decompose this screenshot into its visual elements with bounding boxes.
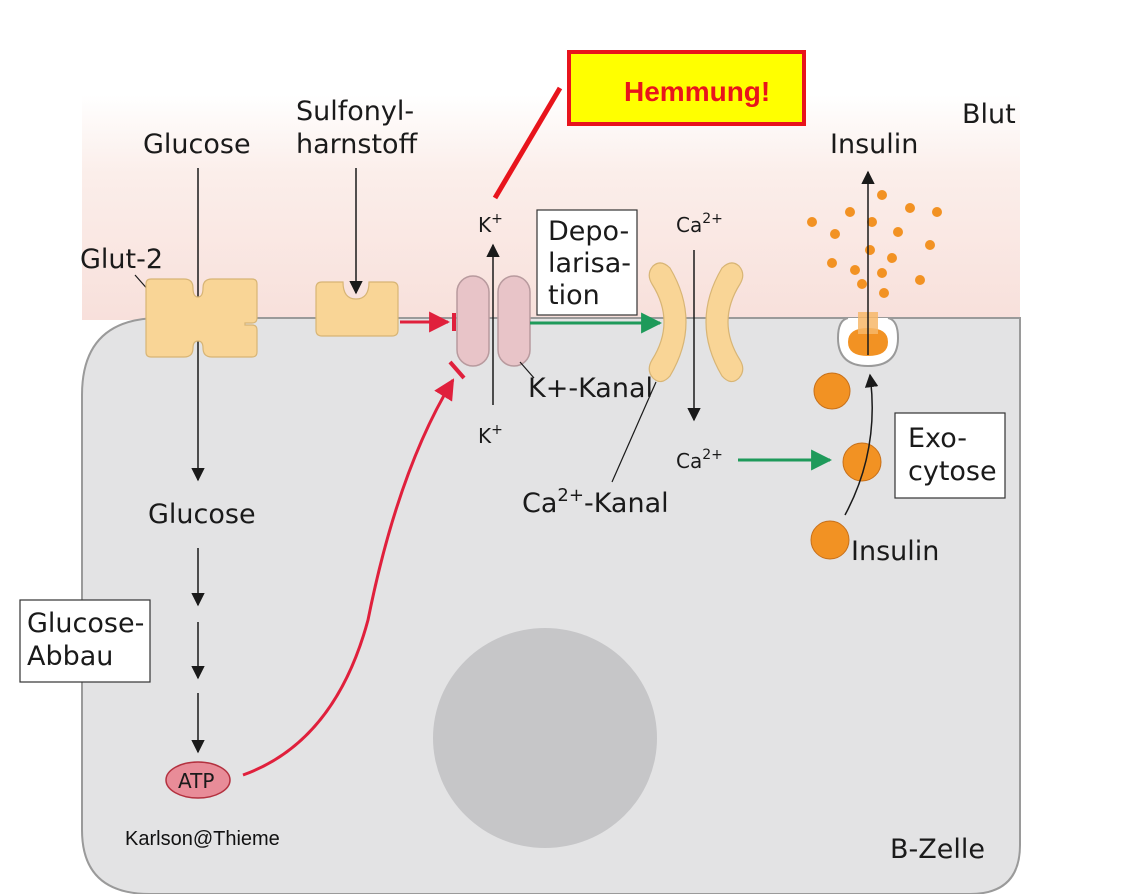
blood-label: Blut <box>962 99 1016 130</box>
depolarisation-line1: Depo- <box>548 216 629 247</box>
ca-channel-label: Ca2+-Kanal <box>522 485 669 519</box>
insulin-granule-3 <box>810 520 850 560</box>
k-channel-right <box>497 275 531 367</box>
released-insulin-dots <box>807 190 942 298</box>
atp-to-kchannel-inhibition <box>242 378 455 777</box>
nucleus <box>433 628 657 848</box>
atp-label: ATP <box>178 769 214 793</box>
sulfonylurea-receptor <box>315 281 399 337</box>
ca-channel-pointer <box>611 381 657 483</box>
glut2-label: Glut-2 <box>80 244 163 275</box>
glucose-breakdown-box <box>19 599 151 683</box>
insulin-granule-1 <box>813 372 851 410</box>
k-channel-pointer <box>519 361 535 379</box>
sulfonylurea-label-line2: harnstoff <box>296 129 419 160</box>
hemmung-pointer <box>492 86 563 200</box>
k-channel-left <box>456 275 490 367</box>
atp-node <box>165 761 231 799</box>
k-channel-label: K+-Kanal <box>528 373 653 404</box>
insulin-granule-label: Insulin <box>851 536 939 567</box>
k-ion-top-label: K+ <box>478 211 503 237</box>
exocytosis-line1: Exo- <box>908 423 967 454</box>
k-ion-bottom-label: K+ <box>478 422 503 448</box>
b-cell-body <box>81 317 1021 894</box>
depolarisation-line2: larisa- <box>548 248 631 279</box>
sulfonylurea-label-line1: Sulfonyl- <box>296 96 414 127</box>
glut2-transporter <box>145 278 258 358</box>
hemmung-label: Hemmung! <box>624 76 770 107</box>
depolarisation-line3: tion <box>548 280 600 311</box>
glucose-breakdown-line1: Glucose- <box>27 608 144 639</box>
ca-channel-right <box>705 262 744 383</box>
insulin-granule-2 <box>842 442 882 482</box>
exocytosis-line2: cytose <box>908 456 997 487</box>
insulin-released-label: Insulin <box>830 129 918 160</box>
exocytosis-box <box>894 412 1006 499</box>
depolarisation-box <box>536 209 638 316</box>
copyright-label: Karlson@Thieme <box>125 828 280 850</box>
ca-ion-top-label: Ca2+ <box>676 211 723 237</box>
ca-ion-intracellular-label: Ca2+ <box>676 447 723 473</box>
glucose-breakdown-line2: Abbau <box>27 641 113 672</box>
hemmung-box <box>567 50 806 126</box>
granule-transport-arrow <box>844 373 879 516</box>
ca-channel-left <box>648 262 687 383</box>
glucose-intracellular-label: Glucose <box>148 499 256 530</box>
b-cell-label: B-Zelle <box>890 834 985 865</box>
atp-inhibition-bar <box>448 360 466 380</box>
glucose-extracellular-label: Glucose <box>143 129 251 160</box>
